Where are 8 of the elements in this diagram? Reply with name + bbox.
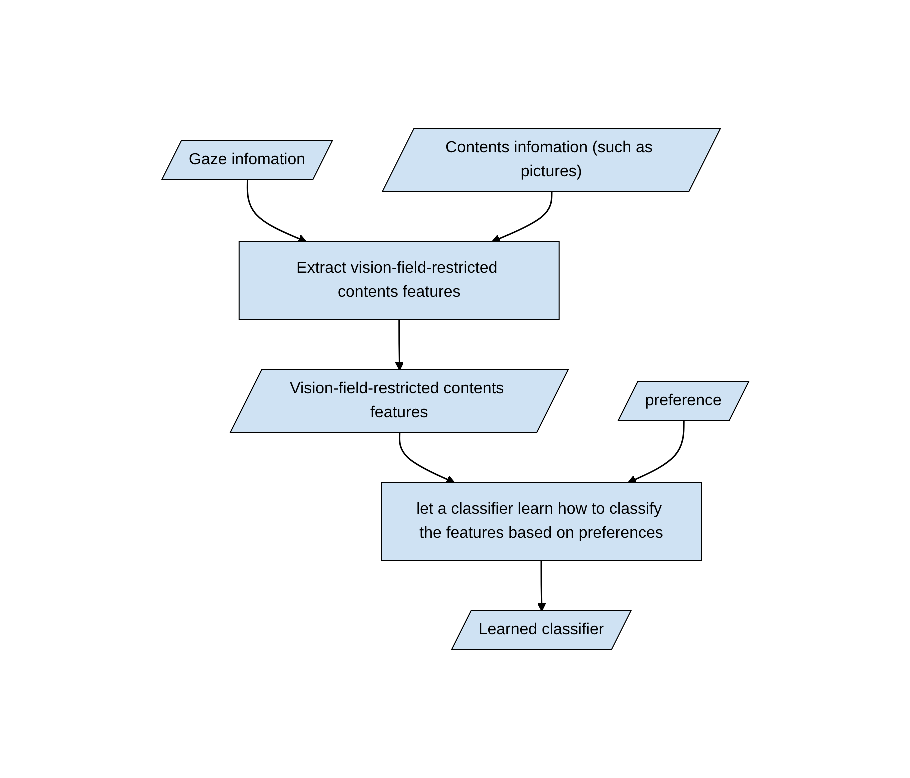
arrow: [394, 320, 404, 370]
arrow: [627, 420, 684, 484]
arrow: [537, 560, 546, 612]
node-box: Extract vision-field-restricted contents features: [238, 241, 560, 320]
node-box: let a classifier learn how to classify the features based on preferences: [380, 482, 702, 561]
arrow: [246, 180, 307, 242]
arrow: [398, 432, 455, 484]
arrow: [491, 192, 552, 242]
